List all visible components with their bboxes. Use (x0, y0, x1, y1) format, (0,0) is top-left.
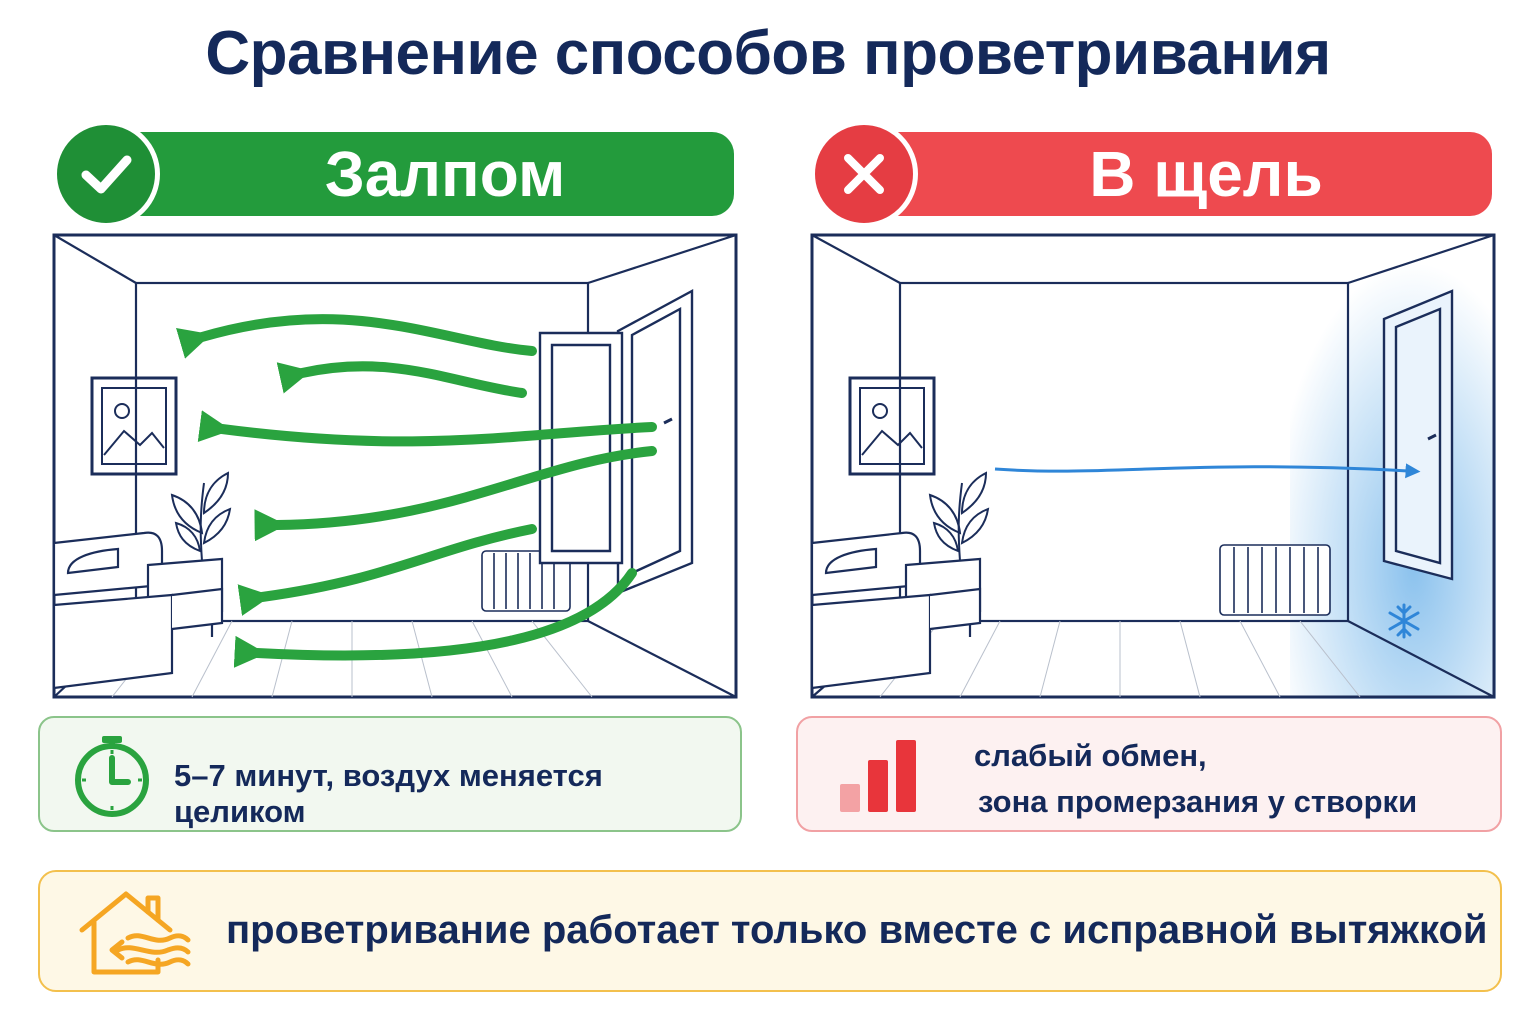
sofa-icon (810, 531, 982, 690)
radiator-icon (1219, 544, 1331, 616)
bad-method-label: В щель (1089, 138, 1323, 210)
good-method-label: Залпом (324, 138, 566, 210)
plant-icon (170, 471, 232, 562)
check-icon (52, 120, 160, 228)
room-scene-cracked-window (810, 233, 1496, 699)
room-scene-wide-open-window (52, 233, 738, 699)
weak-draft-arrow (994, 463, 1421, 479)
plant-icon (928, 471, 990, 562)
open-window-icon (538, 288, 694, 595)
signal-bars-icon (840, 740, 916, 812)
stopwatch-icon (75, 736, 149, 817)
info-box-good: 5–7 минут, воздух меняется целиком (38, 716, 742, 832)
cross-icon (810, 120, 918, 228)
wall-picture-icon (848, 376, 936, 476)
airflow-arrows (176, 314, 657, 668)
header-good-method: Залпом (96, 132, 734, 216)
info-box-bad: слабый обмен, зона промерзания у створки (796, 716, 1502, 832)
footer-text: проветривание работает только вместе с и… (226, 908, 1488, 952)
page-title: Сравнение способов проветривания (205, 19, 1331, 88)
bad-method-info-line1: слабый обмен, (974, 738, 1207, 773)
house-airflow-icon (79, 891, 191, 975)
good-method-info: 5–7 минут, воздух меняется целиком (174, 758, 603, 829)
footer-note: проветривание работает только вместе с и… (38, 870, 1502, 992)
radiator-icon (481, 550, 571, 612)
sofa-icon (52, 531, 224, 690)
bad-method-info-line2: зона промерзания у створки (978, 784, 1418, 819)
tilted-window-icon (1382, 289, 1454, 581)
snowflake-icon (1388, 603, 1420, 639)
wall-picture-icon (90, 376, 178, 476)
header-bad-method: В щель (860, 132, 1492, 216)
